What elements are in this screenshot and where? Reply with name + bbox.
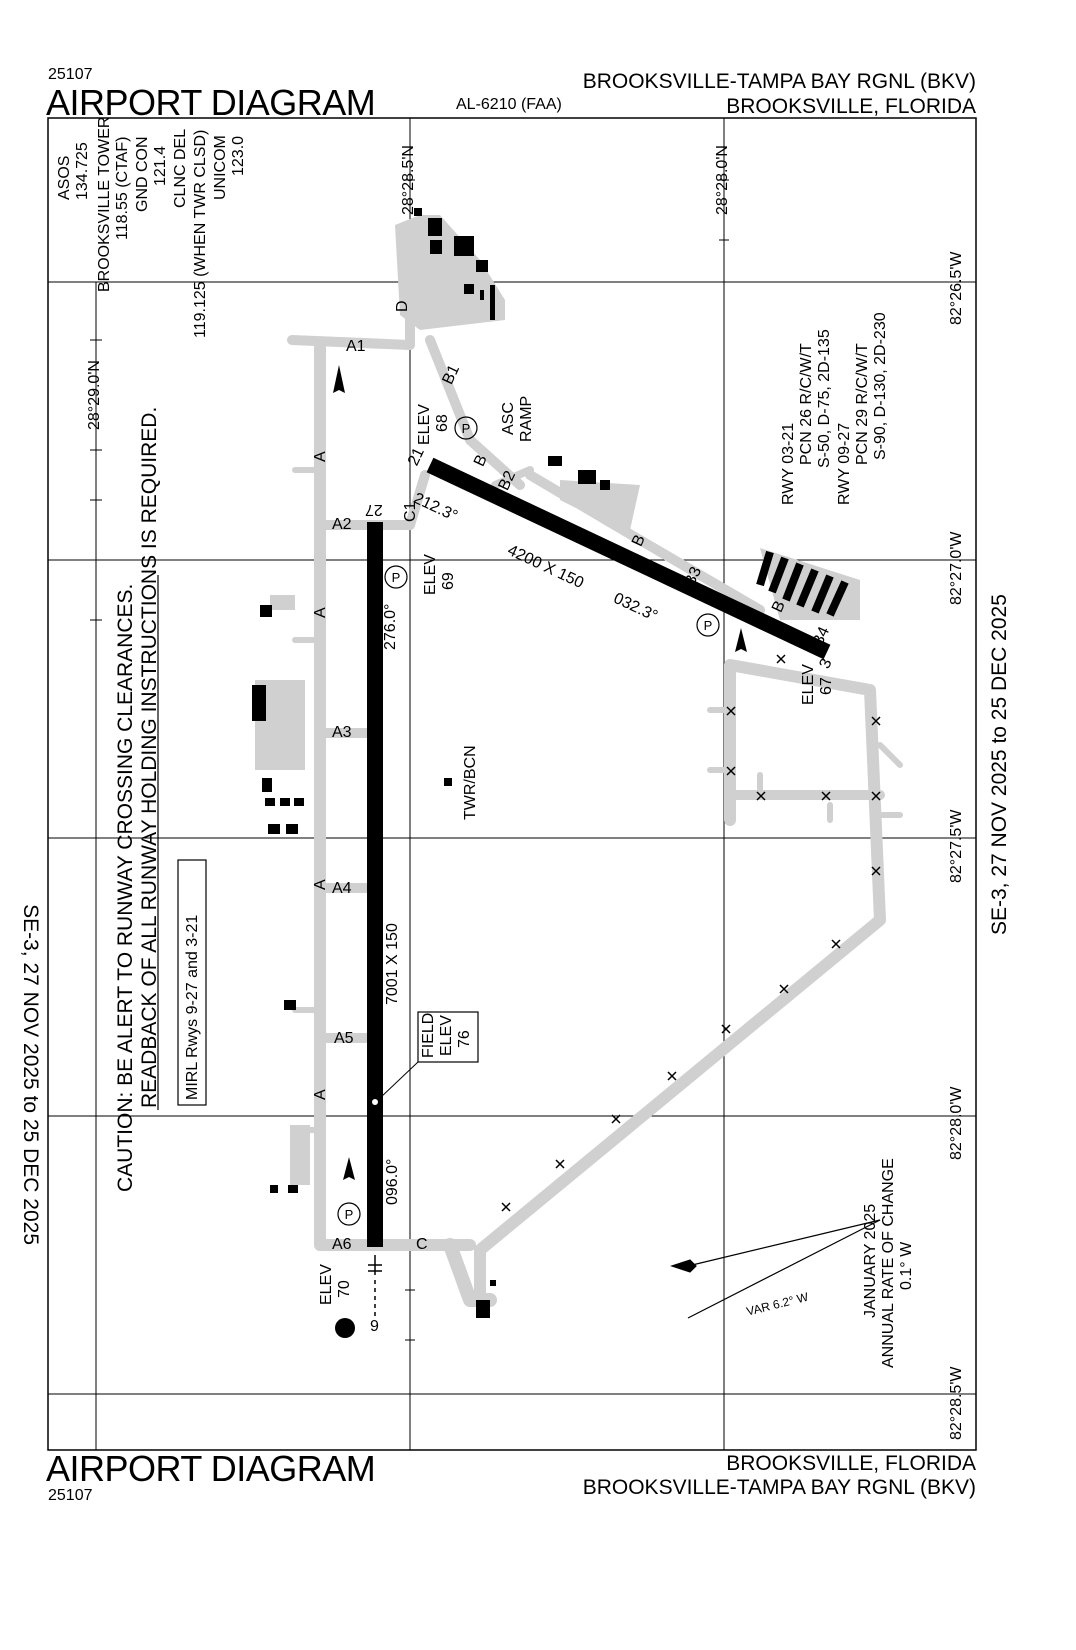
freq-gnd: GND CON bbox=[134, 136, 151, 212]
lat-label-1: 28°28.5'N bbox=[400, 145, 417, 215]
freq-unicom-value: 123.0 bbox=[230, 135, 247, 176]
taxiway-a4-label: A4 bbox=[332, 880, 352, 897]
elev-1-value: 68 bbox=[434, 414, 451, 432]
elev-4-value: 70 bbox=[336, 1280, 353, 1298]
city-state: BROOKSVILLE, FLORIDA bbox=[726, 95, 976, 118]
hot-spot-icon bbox=[335, 1318, 355, 1338]
rwy-9-end: 9 bbox=[370, 1318, 379, 1335]
footer-procedure-number: 25107 bbox=[48, 1487, 93, 1504]
elev-2-value: 69 bbox=[440, 572, 457, 590]
taxiways bbox=[287, 220, 903, 1307]
airport-name: BROOKSVILLE-TAMPA BAY RGNL (BKV) bbox=[582, 70, 976, 93]
elev-1-label: ELEV bbox=[416, 404, 433, 445]
procedure-number: 25107 bbox=[48, 66, 93, 83]
freq-unicom: UNICOM bbox=[212, 135, 229, 200]
taxiway-a-label-1: A bbox=[312, 451, 329, 462]
pcn-line-6: S-90, D-130, 2D-230 bbox=[872, 312, 889, 460]
caution-line-2: READBACK OF ALL RUNWAY HOLDING INSTRUCTI… bbox=[138, 406, 161, 1108]
taxiway-a5-label: A5 bbox=[334, 1030, 354, 1047]
mirl-box bbox=[177, 859, 207, 1106]
grid-lines bbox=[48, 118, 976, 1450]
parking-icon bbox=[337, 416, 720, 1226]
field-elev-point bbox=[372, 1099, 378, 1105]
hangar-rows bbox=[756, 550, 849, 617]
taxiway-a1-label: A1 bbox=[346, 338, 366, 355]
svg-text:P: P bbox=[462, 421, 471, 436]
freq-clnc: CLNC DEL bbox=[172, 128, 189, 208]
ramp-label: RAMP bbox=[518, 395, 535, 442]
north-arrow-icon bbox=[333, 365, 747, 1180]
freq-asos: ASOS bbox=[56, 155, 73, 200]
field-elev-box bbox=[417, 1011, 479, 1063]
lat-label-3: 28°29.0'N bbox=[86, 360, 103, 430]
lon-label-1: 82°26.5'W bbox=[948, 251, 965, 326]
mag-line-3: 0.1° W bbox=[898, 1241, 915, 1290]
field-elev-leader bbox=[379, 1061, 419, 1099]
lon-label-2: 82°27.0'W bbox=[948, 531, 965, 606]
parking-letters: P P P P bbox=[345, 421, 713, 1222]
freq-gnd-value: 121.4 bbox=[152, 145, 169, 186]
svg-text:P: P bbox=[392, 570, 401, 585]
field-elev-label-2: ELEV bbox=[438, 1015, 455, 1056]
mag-line-1: JANUARY 2025 bbox=[862, 1203, 879, 1318]
al-number: AL-6210 (FAA) bbox=[456, 96, 562, 113]
rwy-9-27-size: 7001 X 150 bbox=[384, 923, 401, 1005]
buildings bbox=[252, 208, 610, 1318]
lon-label-5: 82°28.5'W bbox=[948, 1366, 965, 1441]
rwy-27-end: 27 bbox=[365, 501, 383, 518]
taxiway-a2-label: A2 bbox=[332, 516, 352, 533]
twr-bcn-label: TWR/BCN bbox=[462, 745, 479, 820]
taxiway-a-label-4: A bbox=[312, 1089, 329, 1100]
rwy-27-bearing: 276.0° bbox=[382, 603, 399, 650]
magnetic-variation-arrow bbox=[670, 1219, 881, 1319]
pcn-line-1: RWY 03-21 bbox=[780, 422, 797, 505]
lon-label-3: 82°27.5'W bbox=[948, 809, 965, 884]
taxiway-d-label: D bbox=[394, 300, 411, 312]
taxiway-a-label-2: A bbox=[312, 607, 329, 618]
elev-2-label: ELEV bbox=[422, 554, 439, 595]
mag-line-2: ANNUAL RATE OF CHANGE bbox=[880, 1158, 897, 1368]
pcn-line-5: PCN 29 R/C/W/T bbox=[854, 343, 871, 465]
page-title: AIRPORT DIAGRAM bbox=[46, 82, 376, 123]
elev-4-label: ELEV bbox=[318, 1264, 335, 1305]
runway-9-approach bbox=[368, 1255, 382, 1318]
asc-label: ASC bbox=[500, 402, 517, 435]
pcn-line-4: RWY 09-27 bbox=[836, 422, 853, 505]
lat-label-2: 28°28.0'N bbox=[714, 145, 731, 215]
freq-asos-value: 134.725 bbox=[74, 142, 91, 200]
runway-9-27 bbox=[367, 522, 383, 1247]
frame bbox=[47, 117, 977, 1451]
runway-3-21 bbox=[426, 457, 831, 660]
footer-city-state: BROOKSVILLE, FLORIDA bbox=[726, 1452, 976, 1475]
taxiway-c-label: C bbox=[416, 1236, 428, 1253]
footer-title: AIRPORT DIAGRAM bbox=[46, 1448, 376, 1489]
mirl-note: MIRL Rwys 9-27 and 3-21 bbox=[184, 914, 201, 1100]
freq-tower: BROOKSVILLE TOWER bbox=[96, 116, 113, 292]
freq-clnc-value: 119.125 (WHEN TWR CLSD) bbox=[192, 129, 209, 338]
freq-tower-value: 118.55 (CTAF) bbox=[114, 136, 131, 240]
closed-markings bbox=[501, 654, 881, 1212]
tower-symbol bbox=[444, 778, 452, 786]
taxiway-c1-label: C1 bbox=[402, 501, 419, 522]
elev-3-value: 67 bbox=[818, 677, 835, 695]
lon-label-4: 82°28.0'W bbox=[948, 1086, 965, 1161]
taxiway-a3-label: A3 bbox=[332, 724, 352, 741]
footer-airport-name: BROOKSVILLE-TAMPA BAY RGNL (BKV) bbox=[582, 1476, 976, 1499]
pcn-line-3: S-50, D-75, 2D-135 bbox=[816, 329, 833, 468]
svg-text:P: P bbox=[704, 618, 713, 633]
caution-line-1: CAUTION: BE ALERT TO RUNWAY CROSSING CLE… bbox=[114, 583, 137, 1192]
rwy-9-bearing: 096.0° bbox=[384, 1158, 401, 1205]
pcn-line-2: PCN 26 R/C/W/T bbox=[798, 343, 815, 465]
field-elev-label-1: FIELD bbox=[420, 1012, 437, 1058]
taxiway-a-label-3: A bbox=[312, 879, 329, 890]
elev-3-label: ELEV bbox=[800, 664, 817, 705]
taxiway-a6-label: A6 bbox=[332, 1236, 352, 1253]
svg-text:P: P bbox=[345, 1207, 354, 1222]
field-elev-value: 76 bbox=[456, 1030, 473, 1048]
